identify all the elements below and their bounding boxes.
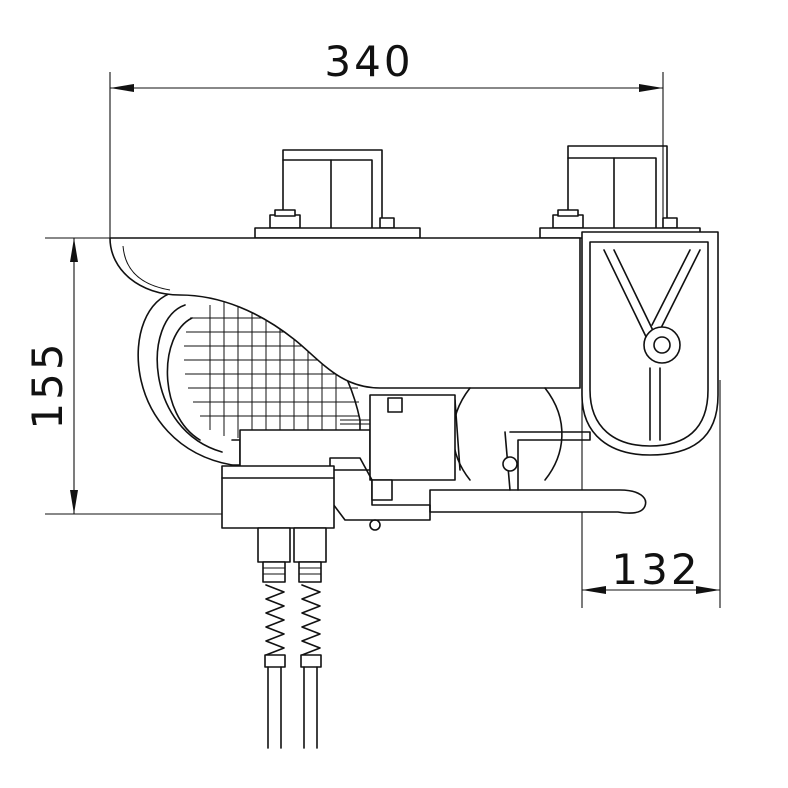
control-box — [221, 465, 335, 529]
height-dimension-label: 155 — [23, 340, 72, 429]
width-arrow-right — [639, 84, 663, 92]
depth-dimension-label: 132 — [611, 545, 700, 594]
lower-mechanism — [239, 394, 456, 531]
mounting-bracket-left — [269, 149, 395, 229]
drum-right-edge — [544, 387, 563, 481]
mounting-plate-left — [254, 227, 421, 239]
depth-dimension: 132 — [581, 380, 721, 608]
cable-gland-left — [257, 527, 291, 749]
gear-side-plate — [581, 231, 719, 456]
height-arrow-top — [70, 238, 78, 262]
mounting-bracket-right — [552, 145, 678, 229]
cable-gland-right — [293, 527, 327, 749]
main-frame-cover — [109, 237, 581, 389]
depth-arrow-right — [696, 586, 720, 594]
width-dimension-label: 340 — [324, 37, 413, 86]
height-arrow-bottom — [70, 490, 78, 514]
width-arrow-left — [110, 84, 134, 92]
pulley-hub — [643, 326, 681, 364]
height-dimension: 155 — [23, 237, 225, 515]
depth-arrow-left — [582, 586, 606, 594]
width-dimension: 340 — [109, 37, 664, 238]
